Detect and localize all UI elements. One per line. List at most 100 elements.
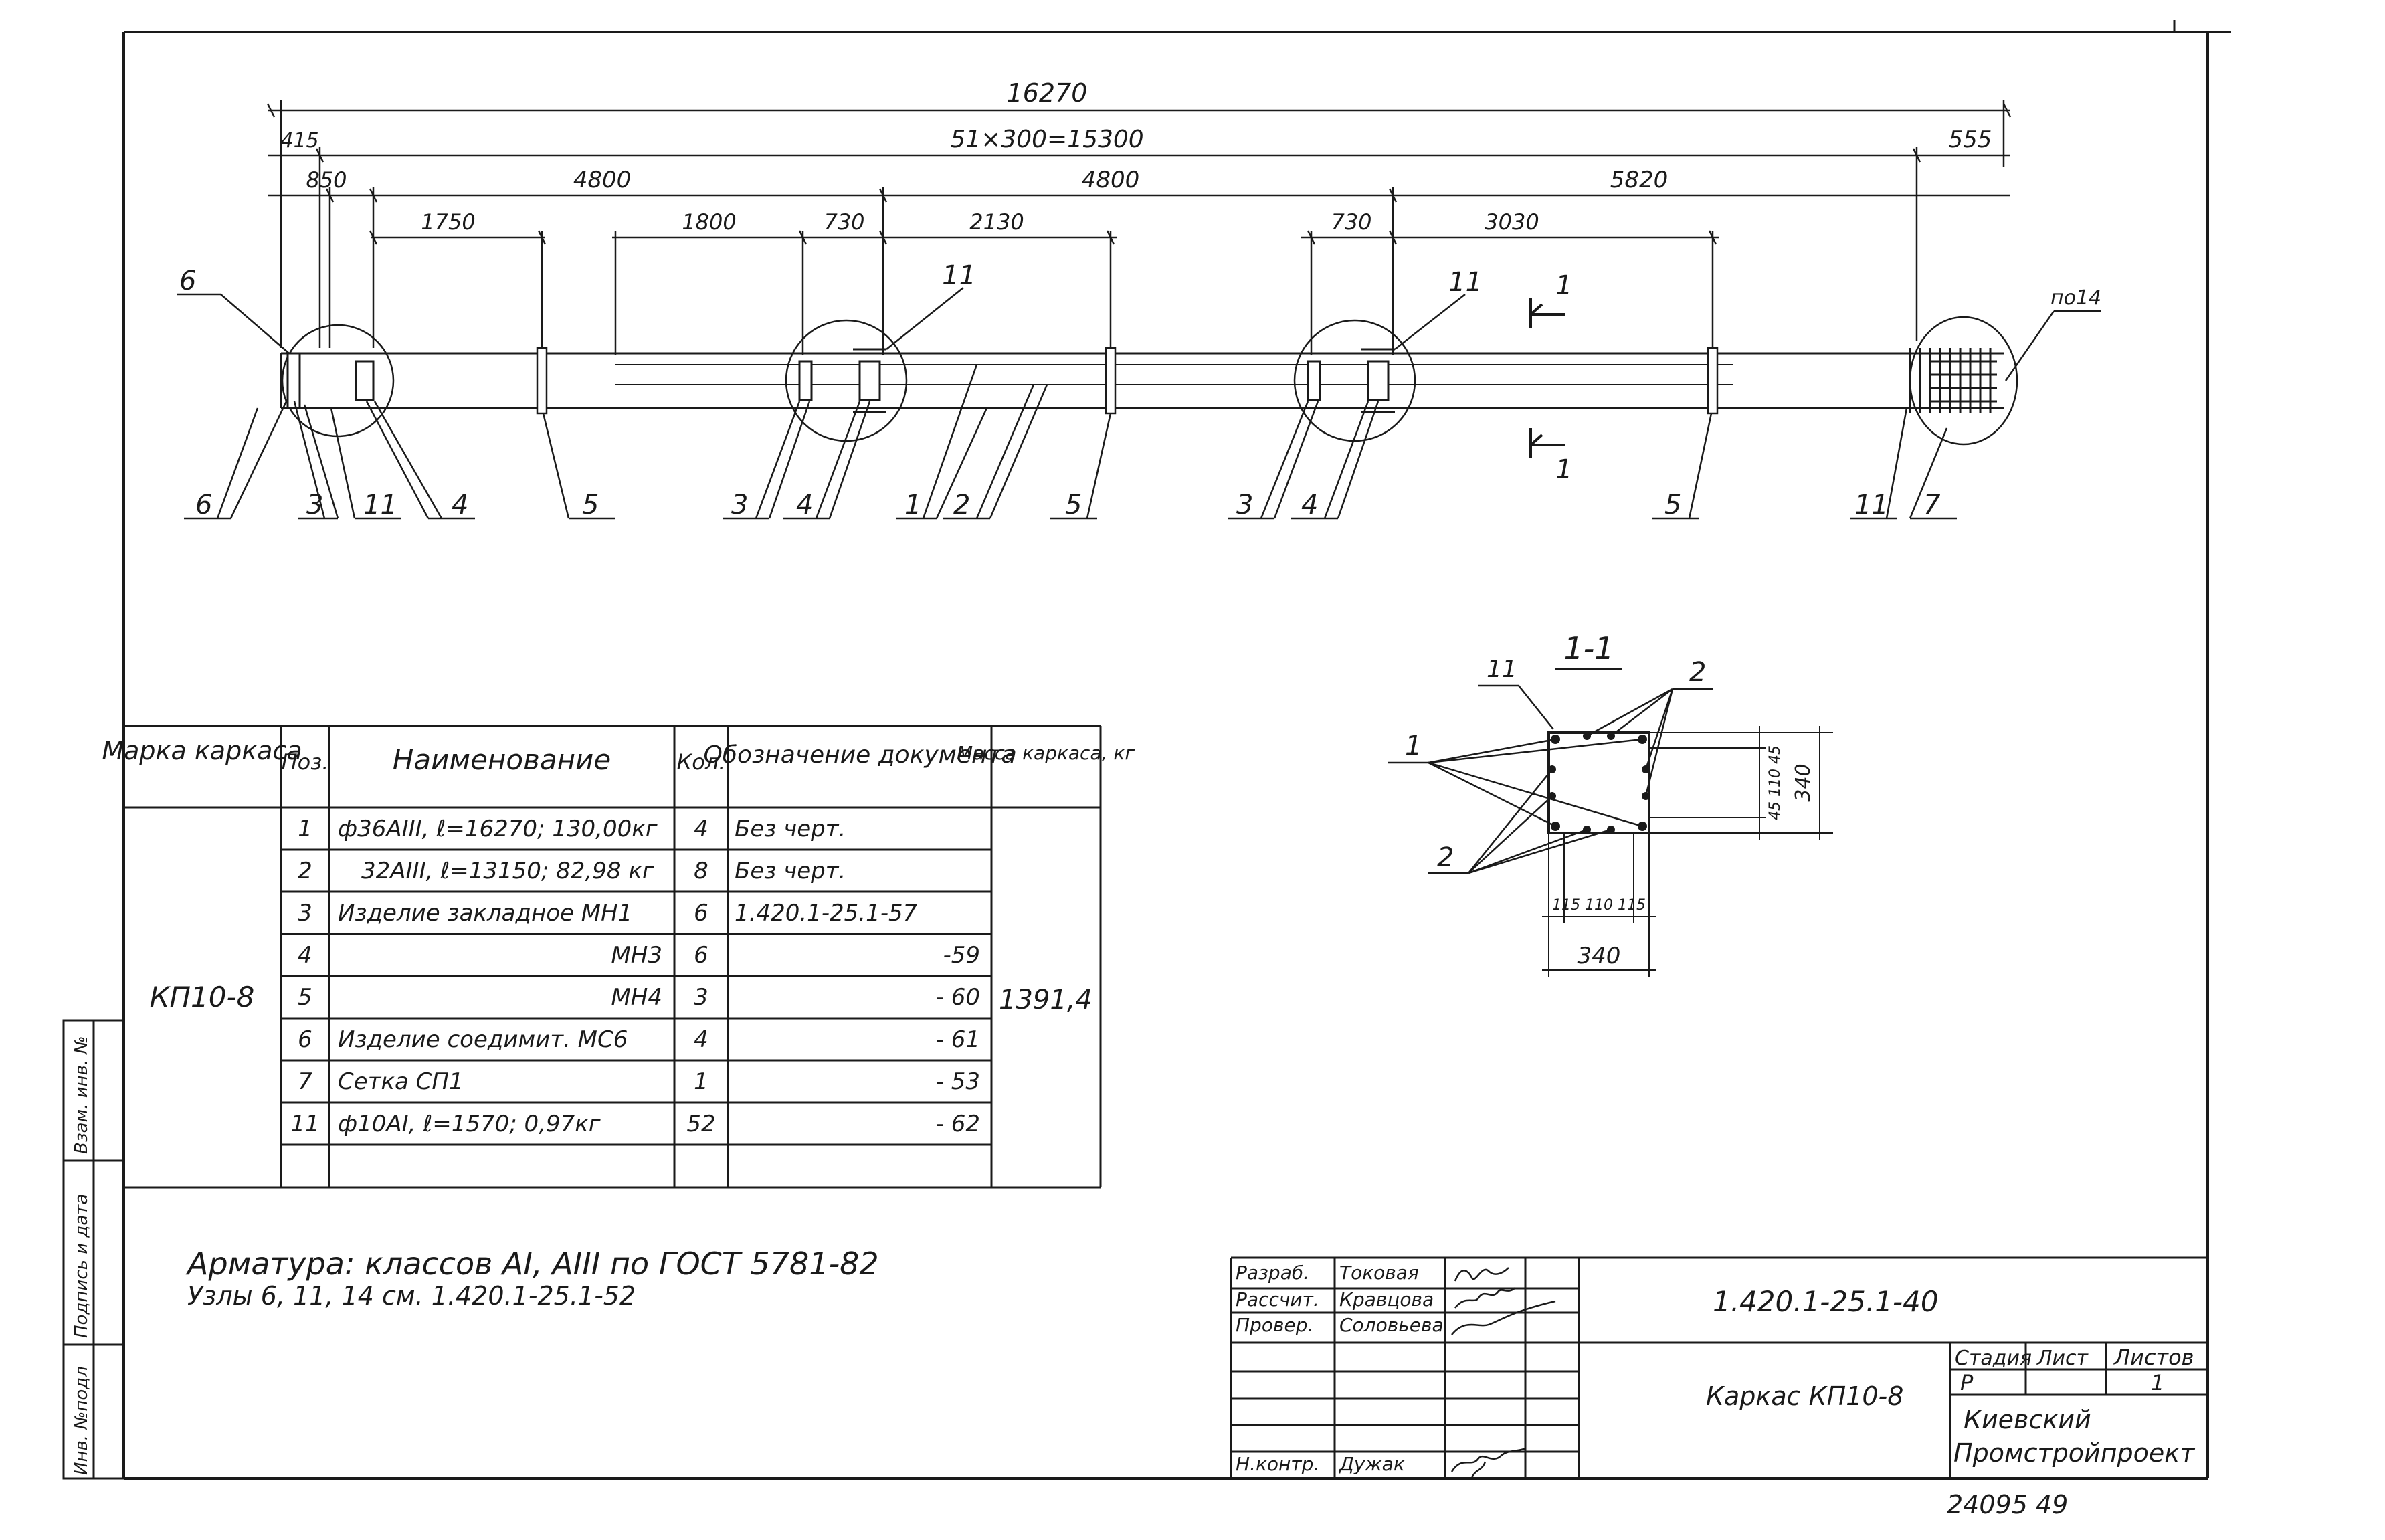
row-name: Сетка СП1 <box>338 1068 464 1095</box>
section-dim-lines <box>1542 726 1833 977</box>
title-block-names: Токовая Кравцова Соловьева Дужак <box>1338 1262 1444 1475</box>
row-qty: 3 <box>694 984 708 1011</box>
stiffener-bands <box>536 347 1719 415</box>
stage-label: Стадия <box>1955 1347 2032 1370</box>
callout-node-6: 6 <box>179 266 196 296</box>
pos-label: 3 <box>306 490 323 520</box>
stamp-inv-orig: Инв. №подл <box>72 1366 92 1475</box>
person: Токовая <box>1339 1262 1419 1284</box>
dim-3030: 3030 <box>1485 209 1539 235</box>
pos-label: 4 <box>1301 490 1318 520</box>
dim-1800: 1800 <box>682 209 736 235</box>
row-doc: - 61 <box>936 1026 980 1053</box>
person: Дужак <box>1338 1453 1405 1475</box>
row-qty: 6 <box>694 900 708 927</box>
dim-spacing: 51×300=15300 <box>950 126 1143 153</box>
row-pos: 6 <box>298 1026 312 1053</box>
spec-table: Марка каркаса Поз. Наименование Кол. Обо… <box>102 725 1135 1189</box>
section-cut-mark <box>1529 298 1565 458</box>
dim-730-b: 730 <box>1331 209 1371 235</box>
side-stamp: Инв. №подл Подпись и дата Взам. инв. № <box>62 1019 125 1480</box>
section-mark-top: 1 <box>1555 270 1572 301</box>
section-dim-right-total: 340 <box>1792 763 1815 801</box>
section-leaders <box>1388 684 1713 874</box>
signatures <box>1450 1267 1556 1479</box>
pos-label: 3 <box>1236 490 1253 520</box>
position-labels: 6 3 11 4 5 3 4 1 2 5 3 4 5 11 7 <box>195 490 1941 520</box>
row-pos: 11 <box>290 1111 319 1137</box>
row-name: 32АIII, ℓ=13150; 82,98 кг <box>361 858 655 884</box>
callout-node-11-mid: 11 <box>942 260 976 291</box>
section-dim-bottom-total: 340 <box>1578 943 1621 969</box>
dim-415: 415 <box>280 129 318 153</box>
role: Рассчит. <box>1236 1288 1319 1311</box>
note-reinforcement: Арматура: классов АI, АIII по ГОСТ 5781-… <box>185 1246 879 1282</box>
row-name: ф10АI, ℓ=1570; 0,97кг <box>338 1111 601 1137</box>
end-mesh <box>1909 348 1997 413</box>
document-code: 1.420.1-25.1-40 <box>1713 1285 1939 1318</box>
role: Разраб. <box>1236 1262 1309 1284</box>
org-line-2: Промстройпроект <box>1953 1438 2196 1468</box>
row-qty: 4 <box>694 1026 708 1053</box>
pos-label: 4 <box>452 490 468 520</box>
pos-label: 1 <box>904 490 921 520</box>
row-pos: 7 <box>298 1068 312 1095</box>
pos-label: 3 <box>731 490 748 520</box>
section-dim-right-small: 45 110 45 <box>1767 745 1784 820</box>
header-mark-text: Марка каркаса <box>102 736 302 765</box>
sheets-value: 1 <box>2151 1370 2164 1395</box>
section-mark-bottom: 1 <box>1555 454 1572 485</box>
spec-rows: 1 ф36АIII, ℓ=16270; 130,00кг 4 Без черт.… <box>290 815 980 1137</box>
stamp-inv-repl: Взам. инв. № <box>72 1036 92 1154</box>
dim-5820: 5820 <box>1610 167 1668 193</box>
row-doc: - 53 <box>936 1068 980 1095</box>
dim-730-a: 730 <box>824 209 864 235</box>
section-title: 1-1 <box>1563 630 1614 666</box>
dim-850: 850 <box>306 167 347 193</box>
dimension-lines <box>266 100 2012 355</box>
sheets-label: Листов <box>2113 1345 2194 1370</box>
pos-label: 7 <box>1923 490 1941 520</box>
elevation-view: 16270 51×300=15300 415 555 850 4800 4800… <box>177 78 2101 520</box>
note-nodes: Узлы 6, 11, 14 см. 1.420.1-25.1-52 <box>187 1281 636 1311</box>
row-doc: -59 <box>943 942 980 969</box>
pos-label: 6 <box>195 490 212 520</box>
section-view: 1-1 1 <box>1388 630 1833 977</box>
role: Н.контр. <box>1236 1453 1319 1475</box>
org-line-1: Киевский <box>1964 1405 2091 1434</box>
row-doc: - 60 <box>936 984 980 1011</box>
mass-value: 1391,4 <box>999 985 1092 1016</box>
row-name: Изделие соедимит. МС6 <box>338 1026 628 1053</box>
person: Кравцова <box>1339 1288 1434 1311</box>
title-block-roles: Разраб. Рассчит. Провер. Н.контр. <box>1236 1262 1319 1475</box>
pos-label: 11 <box>1854 490 1889 520</box>
row-qty: 8 <box>694 858 708 884</box>
dim-1750: 1750 <box>421 209 475 235</box>
mark-value: КП10-8 <box>150 981 255 1014</box>
section-label-1: 1 <box>1405 731 1422 761</box>
person: Соловьева <box>1339 1314 1444 1336</box>
section-label-2-top: 2 <box>1689 657 1706 688</box>
callout-node-11-right: 11 <box>1448 267 1483 298</box>
header-doc: Обозначение документа <box>703 741 1016 769</box>
stage-value: Р <box>1960 1370 1974 1395</box>
dim-4800-a: 4800 <box>573 167 632 193</box>
header-qty: Кол. <box>677 749 726 775</box>
row-doc: Без черт. <box>735 858 846 884</box>
bottom-leaders <box>184 364 1957 520</box>
row-pos: 3 <box>298 900 312 927</box>
row-name: МН3 <box>611 942 662 969</box>
dim-555: 555 <box>1949 126 1992 153</box>
row-doc: Без черт. <box>735 815 846 842</box>
dim-overall: 16270 <box>1007 78 1088 108</box>
row-pos: 1 <box>298 815 312 842</box>
stamp-number: 24095 49 <box>1947 1490 2068 1519</box>
pos-label: 5 <box>1664 490 1681 520</box>
dim-4800-b: 4800 <box>1082 167 1140 193</box>
header-pos: Поз. <box>282 749 329 775</box>
row-pos: 2 <box>298 858 312 884</box>
sheet-label: Лист <box>2036 1347 2089 1370</box>
row-name: Изделие закладное МН1 <box>338 900 632 927</box>
row-doc: - 62 <box>936 1111 980 1137</box>
